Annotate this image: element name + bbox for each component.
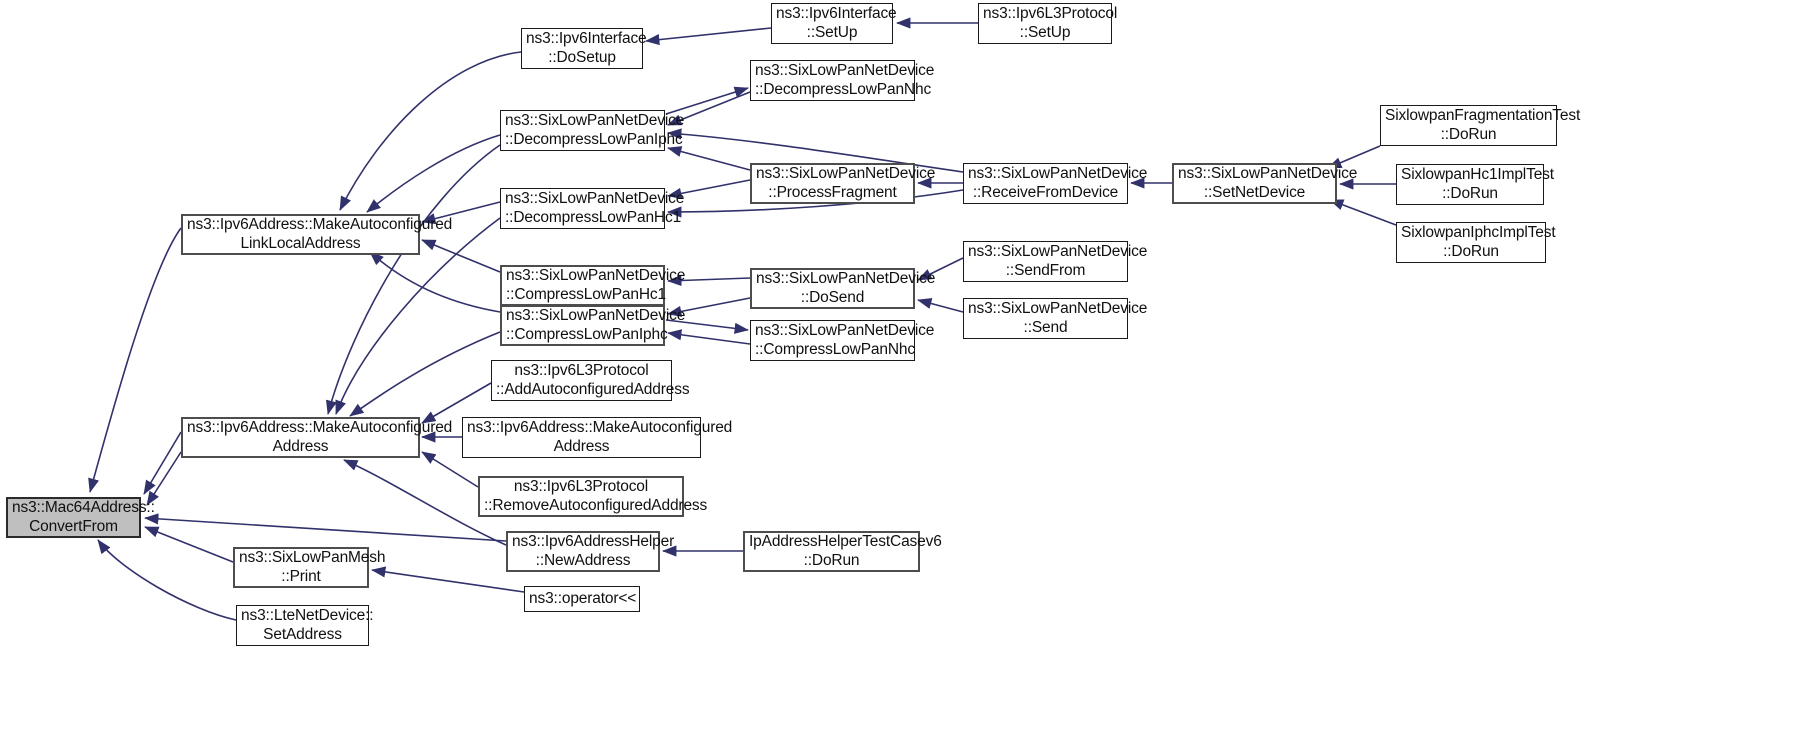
graph-node-label: ns3::SixLowPanNetDevice ::SendFrom bbox=[968, 243, 1148, 279]
graph-node-label: ns3::SixLowPanNetDevice ::CompressLowPan… bbox=[506, 267, 686, 303]
graph-node-label: SixlowpanIphcImplTest ::DoRun bbox=[1401, 224, 1556, 260]
graph-node-ipv6ifsetup[interactable]: ns3::Ipv6Interface ::SetUp bbox=[771, 3, 897, 44]
graph-node-decompressnhc[interactable]: ns3::SixLowPanNetDevice ::DecompressLowP… bbox=[750, 60, 935, 101]
graph-node-makeautoconfaddr2[interactable]: ns3::Ipv6Address::MakeAutoconfigured Add… bbox=[462, 417, 733, 458]
graph-node-processfragment[interactable]: ns3::SixLowPanNetDevice ::ProcessFragmen… bbox=[750, 163, 936, 204]
graph-node-ipv6ifdosetup[interactable]: ns3::Ipv6Interface ::DoSetup bbox=[521, 28, 647, 69]
graph-node-label: ns3::Ipv6L3Protocol ::SetUp bbox=[983, 5, 1118, 41]
graph-node-decompressiphc[interactable]: ns3::SixLowPanNetDevice ::DecompressLowP… bbox=[500, 110, 685, 151]
graph-node-label: ns3::Ipv6Interface ::SetUp bbox=[776, 5, 897, 41]
graph-node-label: ns3::SixLowPanNetDevice ::ReceiveFromDev… bbox=[968, 165, 1148, 201]
graph-node-label: ns3::SixLowPanNetDevice ::CompressLowPan… bbox=[506, 307, 686, 343]
graph-node-removeautoconfaddr[interactable]: ns3::Ipv6L3Protocol ::RemoveAutoconfigur… bbox=[478, 476, 708, 517]
graph-node-label: ns3::SixLowPanNetDevice ::Send bbox=[968, 300, 1148, 336]
graph-node-label: ns3::Ipv6AddressHelper ::NewAddress bbox=[512, 533, 675, 569]
graph-node-convertfrom: ns3::Mac64Address:: ConvertFrom bbox=[6, 497, 155, 538]
graph-node-compresshc1[interactable]: ns3::SixLowPanNetDevice ::CompressLowPan… bbox=[500, 265, 686, 306]
graph-node-label: ns3::Ipv6Address::MakeAutoconfigured Add… bbox=[187, 419, 453, 455]
graph-node-label: SixlowpanHc1ImplTest ::DoRun bbox=[1401, 166, 1554, 202]
graph-node-ltesetaddress[interactable]: ns3::LteNetDevice:: SetAddress bbox=[236, 605, 374, 646]
graph-node-label: ns3::SixLowPanNetDevice ::DecompressLowP… bbox=[505, 190, 685, 226]
graph-node-newaddress[interactable]: ns3::Ipv6AddressHelper ::NewAddress bbox=[506, 531, 675, 572]
graph-node-ipv6l3setup[interactable]: ns3::Ipv6L3Protocol ::SetUp bbox=[978, 3, 1118, 44]
graph-node-label: ns3::LteNetDevice:: SetAddress bbox=[241, 607, 374, 643]
graph-node-sendfrom[interactable]: ns3::SixLowPanNetDevice ::SendFrom bbox=[963, 241, 1148, 282]
graph-node-label: ns3::Ipv6L3Protocol ::RemoveAutoconfigur… bbox=[484, 478, 708, 514]
graph-node-label: ns3::SixLowPanNetDevice ::CompressLowPan… bbox=[755, 322, 935, 358]
graph-node-label: ns3::SixLowPanNetDevice ::ProcessFragmen… bbox=[756, 165, 936, 201]
graph-node-label: ns3::Ipv6Address::MakeAutoconfigured Lin… bbox=[187, 216, 453, 252]
graph-node-iphelpertest[interactable]: IpAddressHelperTestCasev6 ::DoRun bbox=[743, 531, 942, 572]
graph-node-label: IpAddressHelperTestCasev6 ::DoRun bbox=[749, 533, 942, 569]
graph-node-hc1impltest[interactable]: SixlowpanHc1ImplTest ::DoRun bbox=[1396, 164, 1554, 205]
graph-node-send[interactable]: ns3::SixLowPanNetDevice ::Send bbox=[963, 298, 1148, 339]
graph-node-makeautolinklocal[interactable]: ns3::Ipv6Address::MakeAutoconfigured Lin… bbox=[181, 214, 453, 255]
graph-node-label: ns3::SixLowPanNetDevice ::SetNetDevice bbox=[1178, 165, 1358, 201]
graph-node-label: ns3::Ipv6Interface ::DoSetup bbox=[526, 30, 647, 66]
graph-node-compressnhc[interactable]: ns3::SixLowPanNetDevice ::CompressLowPan… bbox=[750, 320, 935, 361]
graph-node-operatorshift[interactable]: ns3::operator<< bbox=[524, 586, 640, 612]
graph-node-label: ns3::Ipv6Address::MakeAutoconfigured Add… bbox=[467, 419, 733, 455]
graph-node-label: ns3::SixLowPanMesh ::Print bbox=[239, 549, 386, 585]
graph-node-receivefromdevice[interactable]: ns3::SixLowPanNetDevice ::ReceiveFromDev… bbox=[963, 163, 1148, 204]
graph-node-label: ns3::SixLowPanNetDevice ::DoSend bbox=[756, 270, 936, 306]
graph-node-addautoconfaddr[interactable]: ns3::Ipv6L3Protocol ::AddAutoconfiguredA… bbox=[491, 360, 690, 401]
graph-node-label: ns3::SixLowPanNetDevice ::DecompressLowP… bbox=[755, 62, 935, 98]
graph-node-fragmentationtest[interactable]: SixlowpanFragmentationTest ::DoRun bbox=[1380, 105, 1581, 146]
graph-node-iphcimpltest[interactable]: SixlowpanIphcImplTest ::DoRun bbox=[1396, 222, 1556, 263]
graph-node-label: SixlowpanFragmentationTest ::DoRun bbox=[1385, 107, 1581, 143]
graph-node-label: ns3::Mac64Address:: ConvertFrom bbox=[12, 499, 155, 535]
graph-node-setnetdevice[interactable]: ns3::SixLowPanNetDevice ::SetNetDevice bbox=[1172, 163, 1358, 204]
graph-node-compressiphc[interactable]: ns3::SixLowPanNetDevice ::CompressLowPan… bbox=[500, 305, 686, 346]
graph-node-dosend[interactable]: ns3::SixLowPanNetDevice ::DoSend bbox=[750, 268, 936, 309]
graph-node-makeautoconfaddr[interactable]: ns3::Ipv6Address::MakeAutoconfigured Add… bbox=[181, 417, 453, 458]
graph-node-label: ns3::operator<< bbox=[529, 589, 637, 607]
graph-node-meshprint[interactable]: ns3::SixLowPanMesh ::Print bbox=[233, 547, 386, 588]
graph-node-label: ns3::Ipv6L3Protocol ::AddAutoconfiguredA… bbox=[496, 362, 690, 398]
graph-node-decompresshc1[interactable]: ns3::SixLowPanNetDevice ::DecompressLowP… bbox=[500, 188, 685, 229]
graph-node-label: ns3::SixLowPanNetDevice ::DecompressLowP… bbox=[505, 112, 685, 148]
